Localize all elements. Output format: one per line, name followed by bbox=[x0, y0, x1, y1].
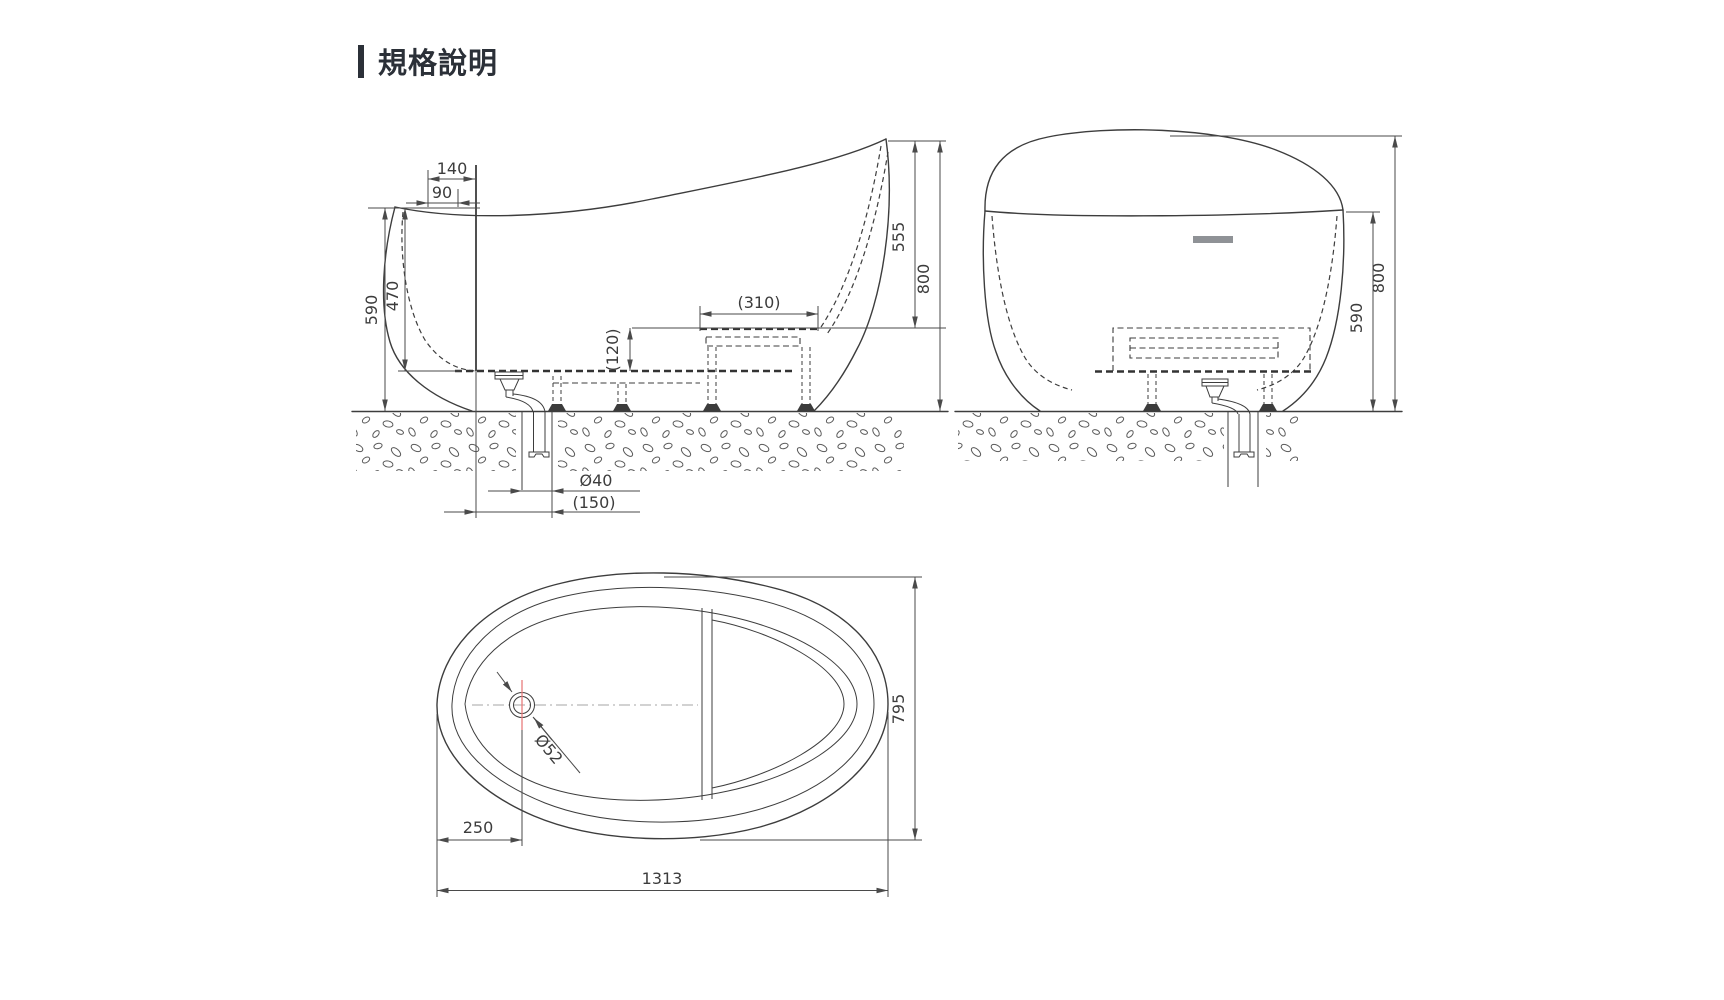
leg bbox=[613, 384, 631, 411]
top-view: Ø52 795 1313 250 bbox=[436, 572, 922, 897]
page-title: 規格說明 bbox=[378, 48, 499, 80]
side-dimensions: 140 90 590 470 (310) (120) 555 bbox=[362, 140, 946, 518]
side-ground bbox=[351, 410, 949, 473]
top-tub-outline bbox=[436, 572, 889, 840]
side-drain bbox=[494, 371, 553, 490]
dim-label-800-front: 800 bbox=[1369, 263, 1388, 294]
seat-frame bbox=[705, 336, 801, 347]
front-ground bbox=[954, 410, 1403, 471]
tub-rim-front bbox=[984, 209, 1344, 217]
dim-label-470: 470 bbox=[383, 281, 402, 312]
overflow-slot bbox=[1193, 236, 1233, 243]
tub-inner-wall-left bbox=[401, 211, 477, 372]
dim-label-590-front: 590 bbox=[1347, 303, 1366, 334]
front-drain bbox=[1201, 378, 1259, 487]
backrest-curve bbox=[711, 619, 845, 789]
dim-label-120: (120) bbox=[603, 328, 622, 371]
tub-right-wall bbox=[1282, 209, 1345, 412]
tub-rim-curve bbox=[394, 138, 887, 217]
side-view: 140 90 590 470 (310) (120) 555 bbox=[351, 138, 949, 518]
side-internal-frame bbox=[455, 327, 818, 411]
front-view: 800 590 bbox=[954, 129, 1403, 487]
dim-label-250: 250 bbox=[463, 818, 494, 837]
tub-inner-wall-right-a bbox=[820, 145, 882, 328]
leg bbox=[1143, 374, 1161, 411]
front-tub-outline bbox=[982, 129, 1345, 412]
tub-right-wall bbox=[813, 138, 890, 412]
tub-inner-wall-right-b bbox=[826, 151, 889, 335]
tub-inner-wall-right bbox=[1256, 215, 1338, 391]
tub-outer-rim bbox=[436, 572, 889, 840]
dim-label-150: (150) bbox=[572, 493, 615, 512]
trap-elbow-outer bbox=[512, 393, 546, 413]
dim-label-310: (310) bbox=[737, 293, 780, 312]
front-internal-frame bbox=[1095, 327, 1315, 411]
drain-funnel bbox=[1205, 385, 1225, 398]
section-title: 規格說明 bbox=[358, 40, 498, 82]
dim-label-590: 590 bbox=[362, 295, 381, 326]
dim-label-90: 90 bbox=[432, 183, 452, 202]
dim-label-o40: Ø40 bbox=[580, 471, 613, 490]
dim-label-795: 795 bbox=[889, 694, 908, 725]
dim-label-555: 555 bbox=[889, 222, 908, 253]
top-drain: Ø52 bbox=[472, 671, 698, 846]
tub-inner-wall-left bbox=[991, 215, 1073, 391]
leg bbox=[1259, 374, 1277, 411]
front-dimensions: 800 590 bbox=[1170, 135, 1402, 411]
trap-elbow-inner bbox=[505, 396, 534, 413]
top-dimensions: 795 1313 250 bbox=[436, 576, 922, 897]
tub-left-wall bbox=[982, 210, 1041, 412]
dim-label-800-side: 800 bbox=[914, 264, 933, 295]
trap-elbow-inner bbox=[1211, 402, 1239, 415]
pipe-end bbox=[1233, 451, 1255, 458]
title-accent-bar bbox=[358, 44, 364, 78]
drain-funnel bbox=[499, 378, 520, 391]
tub-back-dome bbox=[984, 129, 1344, 212]
soil-hatch bbox=[356, 413, 904, 471]
tub-rim-inner-edge bbox=[451, 586, 875, 823]
tub-basin-edge bbox=[464, 606, 858, 801]
leg bbox=[797, 347, 815, 411]
leg bbox=[703, 347, 721, 411]
leg bbox=[548, 376, 566, 411]
dim-label-140: 140 bbox=[437, 159, 468, 178]
trap-elbow-outer bbox=[1217, 398, 1251, 415]
pipe-end bbox=[528, 451, 550, 458]
dim-label-o52: Ø52 bbox=[531, 730, 567, 767]
dim-label-1313: 1313 bbox=[642, 869, 683, 888]
